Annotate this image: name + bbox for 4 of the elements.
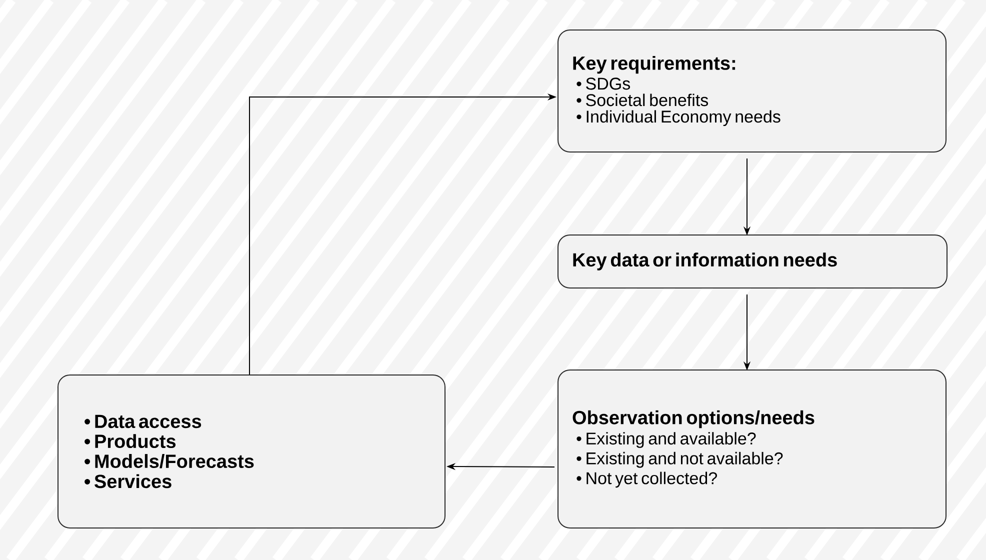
process-box: Observation options/needs • Existing and available? • Existing and not available? • Not yet collected? (558, 370, 946, 528)
process-box: Key requirements: • SDGs • Societal benefits • Individual Economy needs (558, 30, 946, 152)
process-box: Key data or information needs (558, 234, 948, 288)
process-box: • Data access • Products • Models/Forecasts • Services (58, 374, 446, 528)
